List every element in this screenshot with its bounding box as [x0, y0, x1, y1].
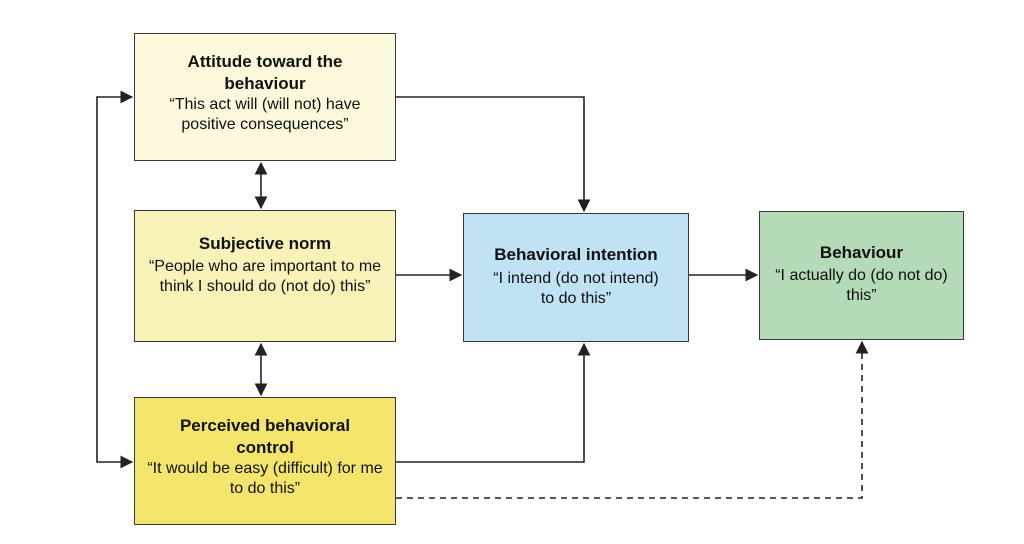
subjective-norm-box: Subjective norm “People who are importan… [134, 210, 396, 342]
intention-title: Behavioral intention [494, 245, 658, 264]
intention-box: Behavioral intention “I intend (do not i… [463, 213, 689, 342]
attitude-box: Attitude toward the behaviour “This act … [134, 33, 396, 161]
double-arrow-attitude-control [96, 90, 134, 469]
arrow-control-to-intention [396, 342, 591, 463]
perceived-control-quote: “It would be easy (difficult) for me to … [147, 460, 383, 497]
subjective-norm-title: Subjective norm [198, 234, 332, 253]
intention-quote: “I intend (do not intend) to do this” [493, 270, 659, 307]
behaviour-title: Behaviour [819, 243, 904, 262]
dashed-arrow-control-to-behaviour [396, 340, 869, 499]
behaviour-quote: “I actually do (do not do) this” [775, 267, 948, 304]
arrow-attitude-to-intention [396, 96, 591, 213]
subjective-norm-quote: “People who are important to me think I … [148, 258, 382, 295]
perceived-control-box: Perceived behavioral control “It would b… [134, 397, 396, 525]
perceived-control-title: Perceived behavioral control [179, 416, 351, 457]
attitude-quote: “This act will (will not) have positive … [169, 96, 361, 133]
behaviour-box: Behaviour “I actually do (do not do) thi… [759, 211, 964, 340]
attitude-title: Attitude toward the behaviour [187, 52, 343, 93]
